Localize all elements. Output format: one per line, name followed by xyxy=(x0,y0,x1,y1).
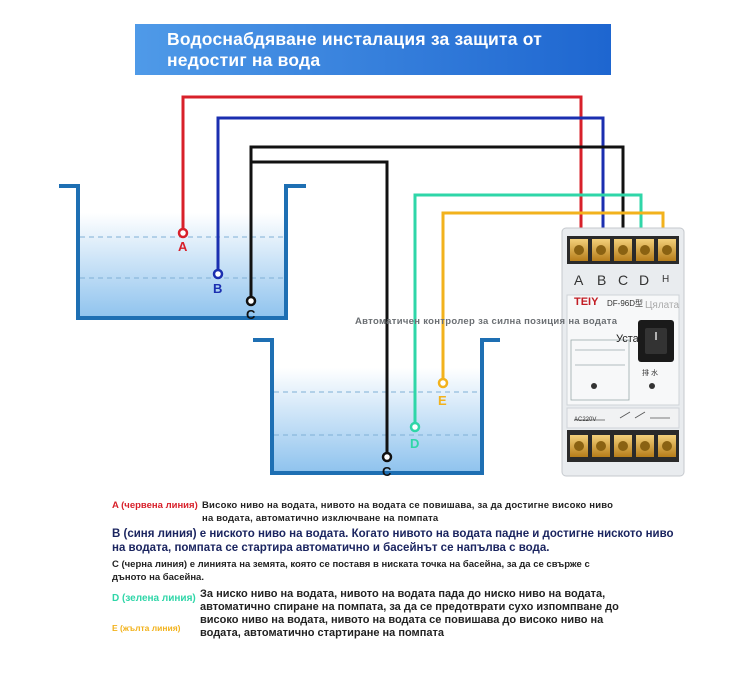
wiring-schematic xyxy=(566,407,680,429)
overlay-text-2: Цялата xyxy=(645,300,680,311)
probe-c1-end xyxy=(245,295,257,307)
title-line-1: Водоснабдяване инсталация за защита от xyxy=(167,29,542,49)
voltage-label: AC220V xyxy=(574,417,597,423)
blue-wire xyxy=(216,116,605,274)
probe-b-label: B xyxy=(213,281,223,296)
green-wire xyxy=(413,193,643,427)
screw-icon xyxy=(574,441,584,451)
model-label: DF-96D型 xyxy=(607,299,644,308)
circuit-print xyxy=(570,339,630,401)
overlay-text-3: Уста xyxy=(616,333,639,345)
legend-d-label: D (зелена линия) xyxy=(112,593,196,604)
probe-a-label: A xyxy=(178,239,188,254)
legend-a-text: Високо ниво на водата, нивото на водата … xyxy=(202,500,614,524)
brand-logo: TEIY xyxy=(574,296,599,308)
terminal-label-h: H xyxy=(662,274,670,285)
terminal-label-a: A xyxy=(574,272,584,288)
terminal-label-d: D xyxy=(639,272,650,288)
legend-de-text: За ниско ниво на водата, нивото на водат… xyxy=(200,588,619,639)
screw-icon xyxy=(640,441,650,451)
probe-c2-label: C xyxy=(382,464,392,479)
terminal-label-c: C xyxy=(618,272,629,288)
probe-e-end xyxy=(437,377,449,389)
screw-icon xyxy=(662,441,672,451)
lower-tank xyxy=(253,338,500,475)
screw-icon xyxy=(618,441,628,451)
top-terminals xyxy=(570,239,676,261)
screw-icon xyxy=(662,245,672,255)
probe-e-label: E xyxy=(438,393,447,408)
drain-label: 排 水 xyxy=(642,370,658,377)
probe-c1-label: C xyxy=(246,307,256,322)
screw-icon xyxy=(618,245,628,255)
screw-icon xyxy=(574,245,584,255)
switch-rocker xyxy=(645,328,667,354)
screw-icon xyxy=(640,245,650,255)
probe-a-end xyxy=(177,227,189,239)
yellow-wire xyxy=(441,211,665,383)
black-wire-branch xyxy=(251,160,389,457)
terminal-label-b: B xyxy=(597,272,607,288)
probe-b-end xyxy=(212,268,224,280)
lower-tank-water xyxy=(274,368,480,472)
indicator-led xyxy=(591,383,597,389)
title-line-2: недостиг на вода xyxy=(167,50,321,70)
indicator-led xyxy=(649,383,655,389)
overlay-text-1: Автоматичен контролер за силна позиция н… xyxy=(355,316,618,327)
upper-tank-wall xyxy=(59,184,306,320)
probe-d-label: D xyxy=(410,436,420,451)
legend-c-text: C (черна линия) е линията на земята, коя… xyxy=(112,559,590,583)
title-banner: Водоснабдяване инсталация за защита от н… xyxy=(135,24,611,75)
schematic-lines xyxy=(575,411,670,421)
legend-a-label: A (червена линия) xyxy=(112,500,198,511)
red-wire xyxy=(181,95,583,240)
legend-b-text: B (синя линия) е нискотo ниво на водата.… xyxy=(112,528,674,554)
lower-tank-wall xyxy=(253,338,500,475)
legend-e-label: E (жълта линия) xyxy=(112,623,181,633)
screw-icon xyxy=(596,441,606,451)
probe-d-end xyxy=(409,421,421,433)
screw-icon xyxy=(596,245,606,255)
controller-device xyxy=(561,227,685,477)
probe-c2-end xyxy=(381,451,393,463)
